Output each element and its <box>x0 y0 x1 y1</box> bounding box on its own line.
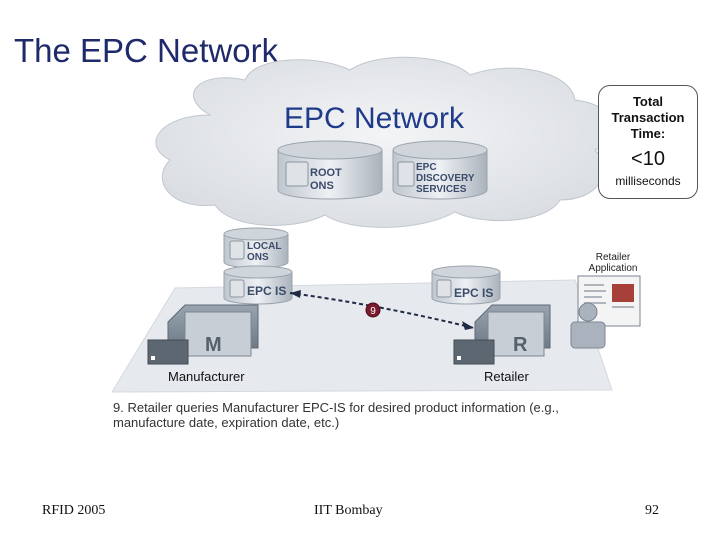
manufacturer-label: Manufacturer <box>168 369 245 384</box>
discovery-line3: SERVICES <box>416 184 467 195</box>
step-number: 9 <box>370 306 376 317</box>
local-ons-line2: ONS <box>247 252 269 263</box>
transaction-time-value: <10 <box>631 148 665 170</box>
cloud-title: EPC Network <box>284 102 465 135</box>
manufacturer-epc-is-label: EPC IS <box>247 284 286 298</box>
root-ons-database: ROOT ONS <box>277 140 383 200</box>
database-icon <box>229 240 245 260</box>
query-arrow <box>289 290 475 330</box>
retailer-letter: R <box>513 334 528 356</box>
slide-title: The EPC Network <box>14 32 279 69</box>
retailer-building: R <box>453 304 551 365</box>
local-ons-line1: LOCAL <box>247 241 281 252</box>
database-icon <box>285 161 309 187</box>
retailer-application-label: Retailer Application <box>588 252 638 274</box>
discovery-line1: EPC <box>416 162 437 173</box>
manufacturer-building: M <box>147 304 259 365</box>
manufacturer-epc-is-database: EPC IS <box>223 265 293 305</box>
retailer-epc-is-label: EPC IS <box>454 286 493 300</box>
transaction-time-unit: milliseconds <box>615 174 681 188</box>
retailer-epc-is-database: EPC IS <box>431 265 501 305</box>
transaction-time-box: Total Transaction Time: <10 milliseconds <box>598 85 698 199</box>
footer-left: RFID 2005 <box>42 503 106 518</box>
step-badge: 9 <box>365 302 381 318</box>
database-icon <box>436 279 452 298</box>
local-ons-database: LOCAL ONS <box>223 227 289 269</box>
step-caption: 9. Retailer queries Manufacturer EPC-IS … <box>113 400 559 430</box>
retailer-application <box>577 275 641 327</box>
root-ons-line1: ROOT <box>310 167 342 179</box>
root-ons-line2: ONS <box>310 180 334 192</box>
manufacturer-letter: M <box>205 334 222 356</box>
discovery-line2: DISCOVERY <box>416 173 475 184</box>
footer-center: IIT Bombay <box>314 503 383 518</box>
person-icon <box>570 302 606 349</box>
transaction-time-label: Total Transaction Time: <box>611 94 685 141</box>
discovery-services-database: EPC DISCOVERY SERVICES <box>392 140 488 200</box>
retailer-label: Retailer <box>484 369 529 384</box>
page-number: 92 <box>645 503 659 518</box>
network-cloud <box>155 56 615 228</box>
database-icon <box>229 279 245 298</box>
database-icon <box>397 161 415 187</box>
